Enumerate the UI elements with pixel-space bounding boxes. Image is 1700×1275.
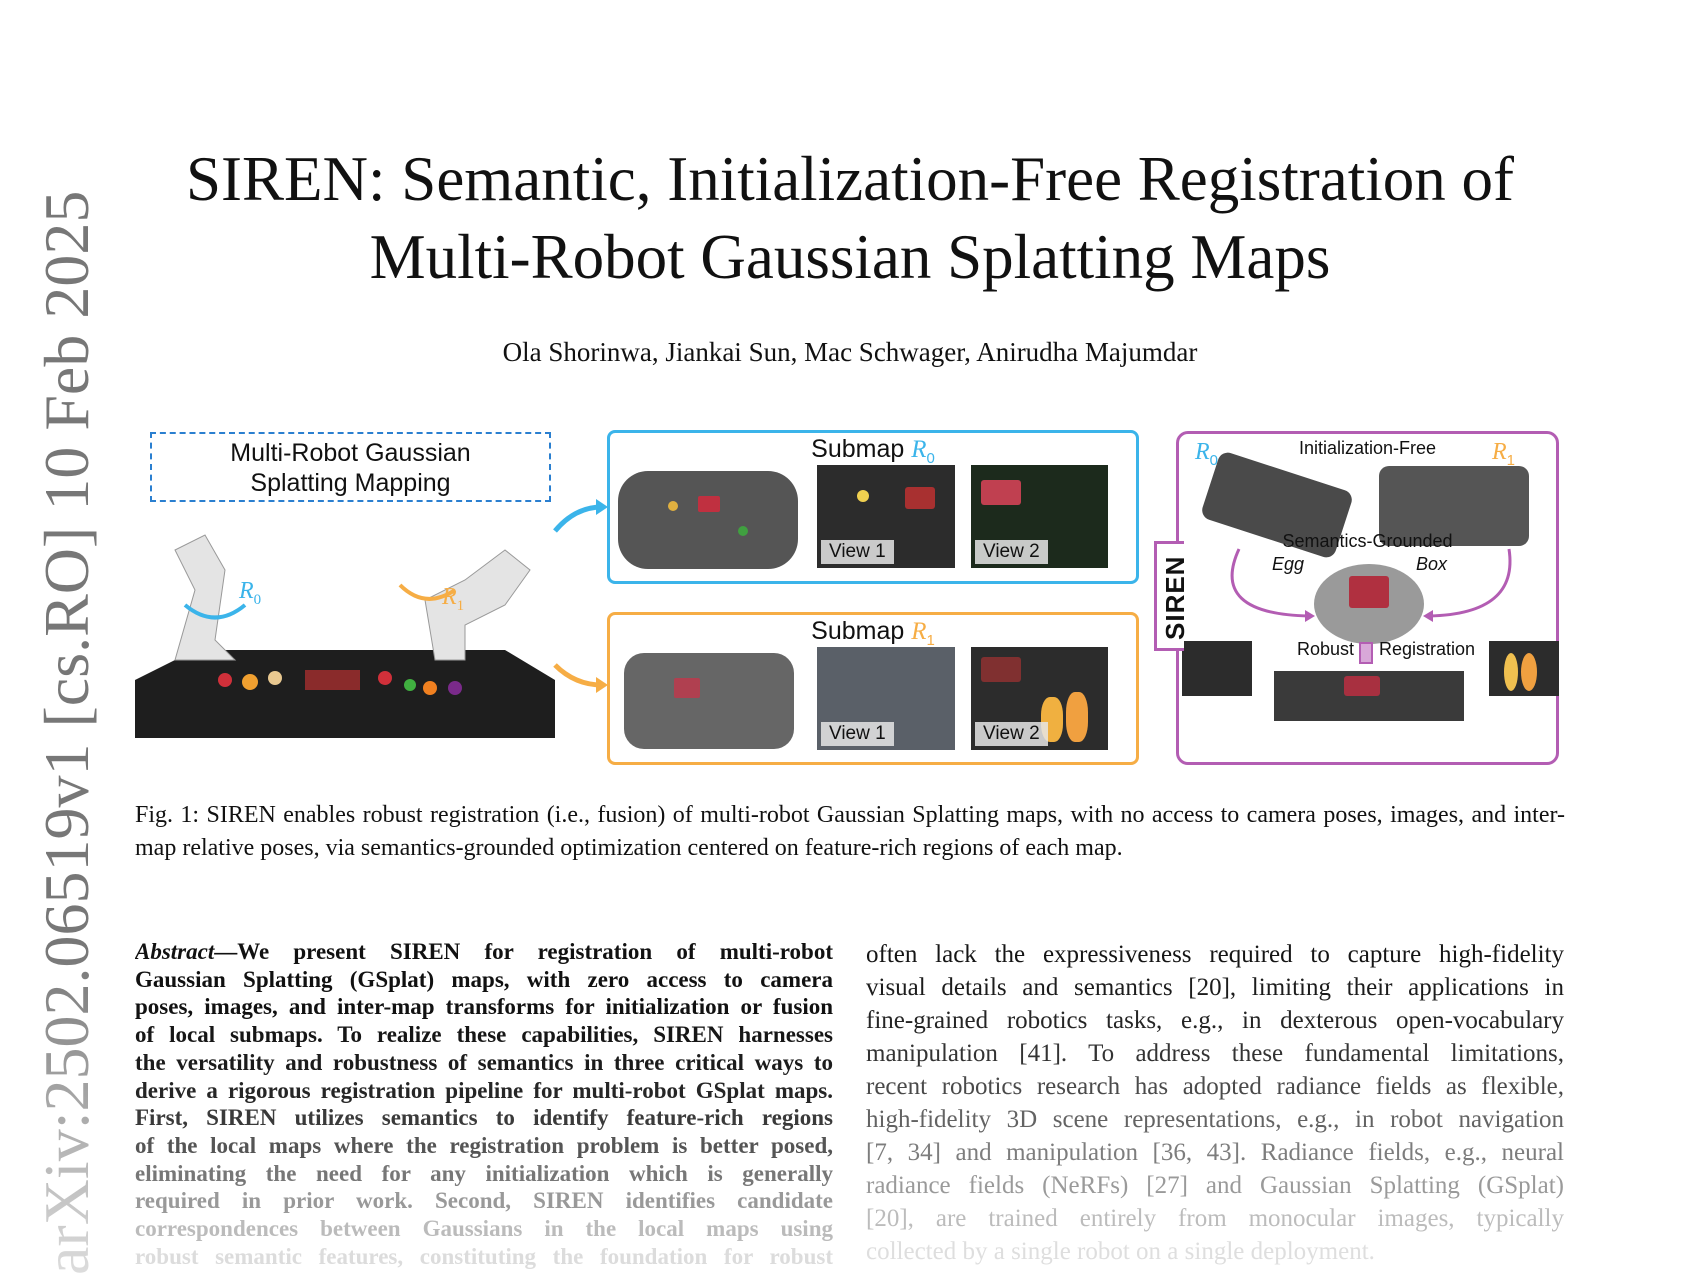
submap-r0-view1: View 1 [817, 465, 955, 568]
submap-r1-panel: Submap R1 View 1 View 2 [607, 612, 1139, 765]
authors: Ola Shorinwa, Jiankai Sun, Mac Schwager,… [502, 337, 1198, 367]
intro-line: fine-grained robotics tasks, e.g., in de… [866, 1007, 1564, 1034]
abstract-line: required in prior work. Second, SIREN id… [135, 1188, 833, 1214]
introduction-text: often lack the expressiveness required t… [866, 938, 1564, 1268]
mapping-box-line-2: Splatting Mapping [250, 469, 451, 497]
title-line-2: Multi-Robot Gaussian Splatting Maps [369, 222, 1331, 292]
siren-panel: Initialization-Free R0 R1 Semantics-Grou… [1176, 431, 1559, 765]
submap-r0-panel: Submap R0 View 1 View 2 [607, 430, 1139, 584]
intro-line: collected by a single robot on a single … [866, 1238, 1375, 1265]
abstract-line: of the local maps where the registration… [135, 1132, 833, 1158]
semantic-region [1314, 564, 1424, 644]
submap-r0-view2: View 2 [971, 465, 1108, 568]
abstract-lead: Abstract [135, 939, 215, 964]
abstract-line: robust semantic features, constituting t… [135, 1243, 833, 1269]
submap-r1-title: Submap R1 [811, 617, 935, 649]
abstract-line: Abstract—We present SIREN for registrati… [135, 939, 833, 964]
abstract: Abstract—We present SIREN for registrati… [135, 938, 833, 1270]
registered-view-left [1182, 641, 1252, 696]
robot-arm-r0 [174, 534, 237, 661]
merge-arrows [1230, 548, 1512, 622]
semantics-grounded-label: Semantics-Grounded [1282, 531, 1453, 551]
view2-label: View 2 [975, 722, 1048, 746]
robust-label: Robust [1297, 639, 1355, 659]
arxiv-stamp: arXiv:2502.06519v1 [cs.RO] 10 Feb 2025 [31, 190, 102, 1275]
intro-line: radiance fields (NeRFs) [27] and Gaussia… [866, 1172, 1564, 1199]
initialization-free-label: Initialization-Free [1298, 438, 1437, 458]
abstract-line: poses, images, and inter-map transforms … [135, 994, 833, 1020]
siren-r0-label: R0 [1195, 439, 1219, 469]
submap-r1-pointcloud [624, 653, 794, 749]
intro-line: [7, 34] and manipulation [36, 43]. Radia… [866, 1139, 1564, 1166]
submap-r1-view2: View 2 [971, 647, 1108, 750]
submap-r0-title: Submap R0 [811, 435, 935, 467]
mapping-box-line-1: Multi-Robot Gaussian [230, 439, 471, 467]
view2-label: View 2 [975, 540, 1048, 564]
registered-view-right [1489, 641, 1559, 696]
figure-caption: Fig. 1: SIREN enables robust registratio… [135, 802, 1565, 861]
abstract-line: eliminating the need for any initializat… [135, 1160, 833, 1186]
robot-label-r1: R1 [442, 584, 465, 614]
intro-line: high-fidelity 3D scene representations, … [866, 1106, 1564, 1133]
r1-pointcloud [1379, 466, 1529, 546]
abstract-line: First, SIREN utilizes semantics to ident… [135, 1105, 833, 1131]
intro-line: visual details and semantics [20], limit… [866, 974, 1564, 1001]
intro-line: recent robotics research has adopted rad… [866, 1073, 1564, 1100]
egg-label: Egg [1272, 554, 1305, 574]
robot-label-r0: R0 [239, 578, 262, 608]
paper-title: SIREN: Semantic, Initialization-Free Reg… [0, 140, 1700, 296]
abstract-line: derive a rigorous registration pipeline … [135, 1077, 833, 1103]
registration-label: Registration [1379, 639, 1476, 659]
intro-line: [20], are trained entirely from monocula… [866, 1205, 1564, 1232]
siren-label: SIREN [1160, 555, 1190, 640]
submap-r1-view1: View 1 [817, 647, 955, 750]
robot-arm-r1 [424, 549, 531, 661]
registered-map [1274, 671, 1464, 721]
view1-label: View 1 [821, 722, 894, 746]
abstract-line: Gaussian Splatting (GSplat) maps, with z… [135, 966, 833, 992]
submap-r0-pointcloud [618, 471, 798, 569]
rotation-arrow-r1 [398, 583, 457, 601]
intro-line: manipulation [41]. To address these fund… [866, 1040, 1564, 1067]
box-label: Box [1416, 554, 1448, 574]
rotation-arrow-r0 [183, 603, 247, 620]
box-object [305, 670, 360, 690]
intro-line: often lack the expressiveness required t… [866, 941, 1564, 968]
arrow-to-submap1-icon [553, 663, 603, 688]
abstract-line: the versatility and robustness of semant… [135, 1049, 833, 1075]
title-line-1: SIREN: Semantic, Initialization-Free Reg… [186, 144, 1514, 214]
robot-scene-photo [135, 534, 555, 738]
flow-arrows [553, 499, 608, 693]
down-arrow-icon [1359, 642, 1373, 664]
arrow-to-submap0-icon [553, 504, 603, 533]
siren-r1-label: R1 [1492, 439, 1516, 469]
abstract-line: of local submaps. To realize these capab… [135, 1022, 833, 1048]
table [135, 650, 555, 738]
abstract-line: correspondences between Gaussians in the… [135, 1216, 833, 1242]
siren-tab [1154, 541, 1184, 651]
view1-label: View 1 [821, 540, 894, 564]
mapping-box: Multi-Robot Gaussian Splatting Mapping [150, 432, 551, 502]
